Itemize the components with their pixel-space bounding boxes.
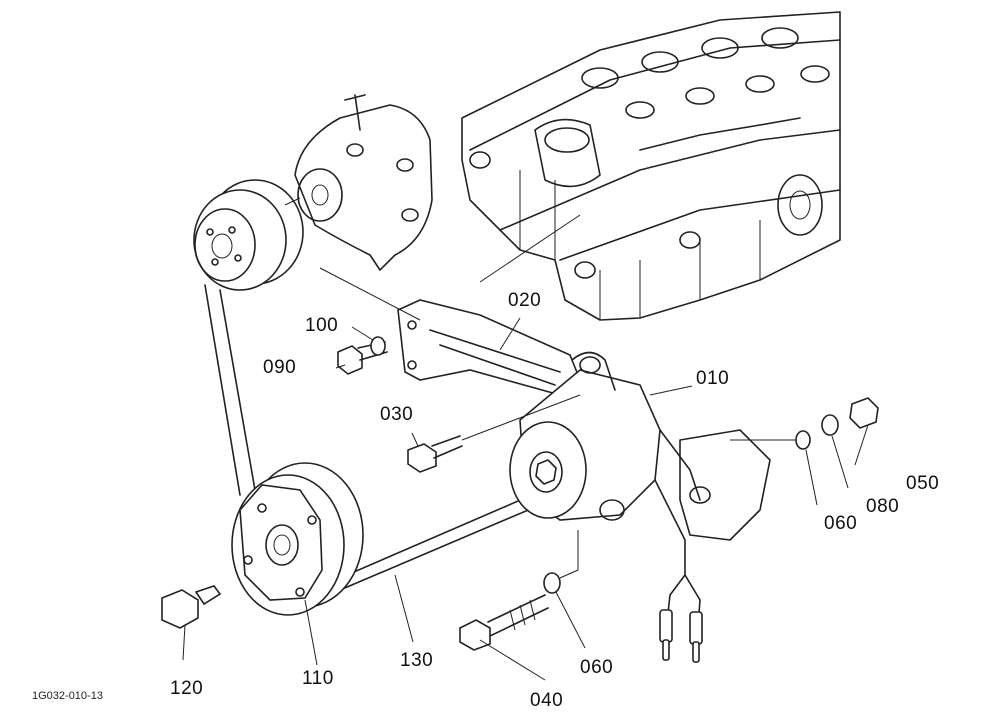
fan-pulley <box>193 179 304 291</box>
wiring-harness <box>654 479 703 663</box>
crank-pulley <box>231 462 364 616</box>
part-label-120: 120 <box>170 678 204 699</box>
part-label-100: 100 <box>305 315 339 336</box>
v-belt <box>204 284 541 591</box>
part-label-020: 020 <box>508 290 542 311</box>
part-label-050: 050 <box>906 473 940 494</box>
part-label-060-upper: 060 <box>824 513 858 534</box>
cylinder-head <box>461 11 841 321</box>
part-label-090: 090 <box>263 357 297 378</box>
figure-code: 1G032-010-13 <box>32 690 103 702</box>
leader-lines <box>182 214 869 681</box>
crank-bolt <box>161 585 222 629</box>
engine-mount <box>679 429 800 541</box>
alternator <box>509 351 701 521</box>
part-label-130: 130 <box>400 650 434 671</box>
nut-050 <box>849 397 879 429</box>
bracket-bolt <box>337 336 388 375</box>
alternator-bracket <box>397 299 581 396</box>
part-label-080: 080 <box>866 496 900 517</box>
part-label-030: 030 <box>380 404 414 425</box>
part-label-040: 040 <box>530 690 564 711</box>
washer-060-upper <box>795 430 811 450</box>
adjust-bolt <box>459 530 579 651</box>
lock-washer-080 <box>821 414 839 436</box>
part-label-060-lower: 060 <box>580 657 614 678</box>
pivot-bolt <box>407 394 581 473</box>
part-label-010: 010 <box>696 368 730 389</box>
part-label-110: 110 <box>302 668 334 689</box>
water-pump <box>294 94 433 271</box>
